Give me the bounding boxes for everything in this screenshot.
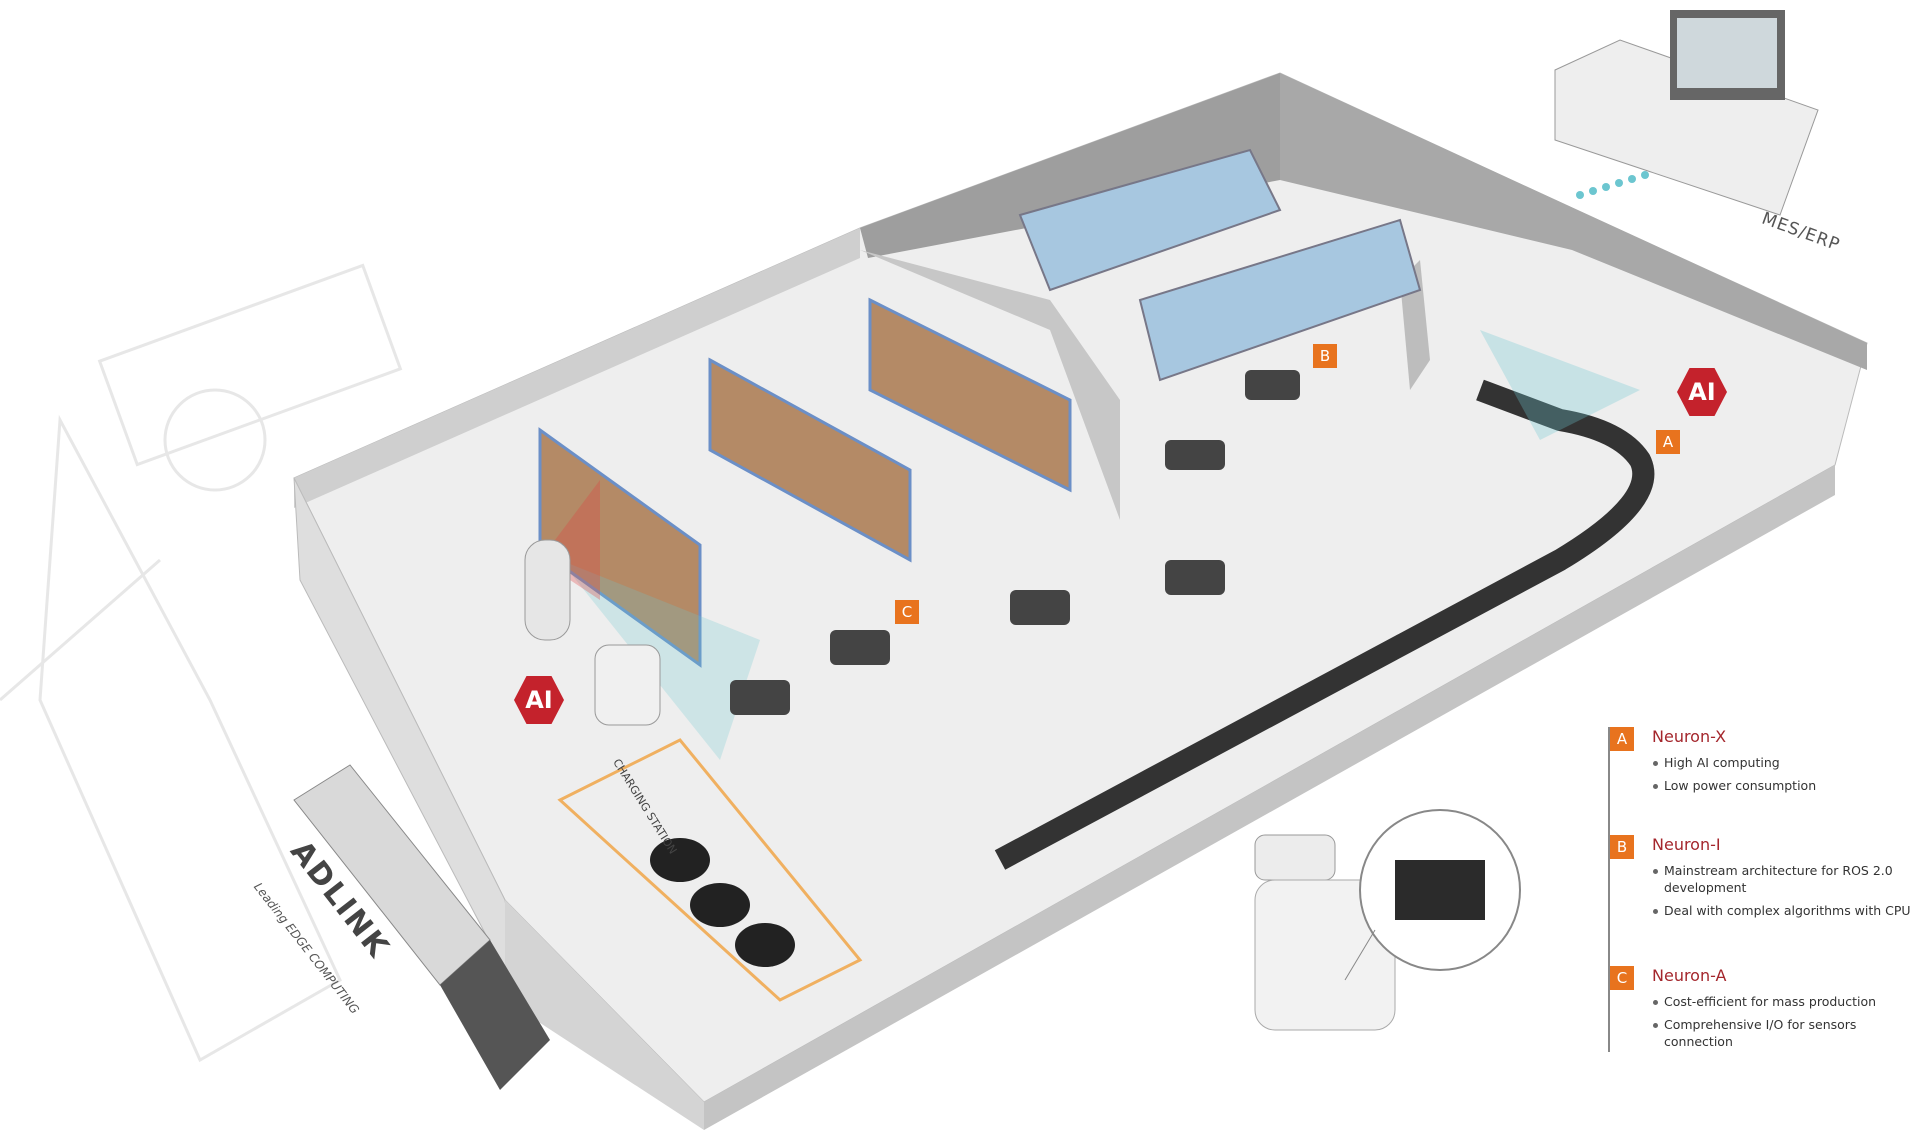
adlink-truck [293,764,550,1090]
back-wall-left [294,228,860,508]
charging-robots [650,838,795,967]
back-wall-right [1280,73,1867,370]
marker-b: B [1313,344,1337,368]
marker-c: C [895,600,919,624]
front-wall-right [704,465,1835,1130]
amr-robots [730,370,1300,715]
legend-letter: A [1610,727,1634,751]
legend-bullet: Cost-efficient for mass production [1652,993,1920,1010]
legend-bullet: High AI computing [1652,754,1920,771]
legend-item-neuron-i: B Neuron-I Mainstream architecture for R… [1610,835,1911,918]
legend-letter: B [1610,835,1634,859]
legend-item-neuron-x: A Neuron-X High AI computing Low power c… [1610,727,1816,793]
legend-title: Neuron-X [1652,727,1727,746]
background-robot-arm [0,263,403,1063]
marker-a: A [1656,430,1680,454]
legend-title: Neuron-A [1652,966,1727,985]
service-robot [524,539,661,726]
legend: A Neuron-X High AI computing Low power c… [1608,727,1920,1052]
back-wall-b [860,73,1280,258]
room-b-wall [860,250,1120,520]
legend-bullet: Low power consumption [1652,777,1920,794]
charging-station-area [557,738,863,1002]
front-wall-bottom [505,900,704,1130]
control-room [1554,10,1819,216]
legend-letter: C [1610,966,1634,990]
scan-cone-a [1480,330,1640,440]
network-dots [1576,171,1649,199]
production-machines [1018,148,1422,382]
legend-item-neuron-a: C Neuron-A Cost-efficient for mass produ… [1610,966,1876,1049]
legend-bullet: Mainstream architecture for ROS 2.0 deve… [1652,862,1920,896]
legend-title: Neuron-I [1652,835,1721,854]
legend-bullet: Comprehensive I/O for sensors connection [1652,1016,1920,1050]
robot-callout [1254,809,1521,1031]
conveyor-belt [994,379,1655,870]
warehouse-shelves [538,297,1072,668]
legend-bullet: Deal with complex algorithms with CPU [1652,902,1920,919]
ai-badge: AI [1677,368,1727,416]
